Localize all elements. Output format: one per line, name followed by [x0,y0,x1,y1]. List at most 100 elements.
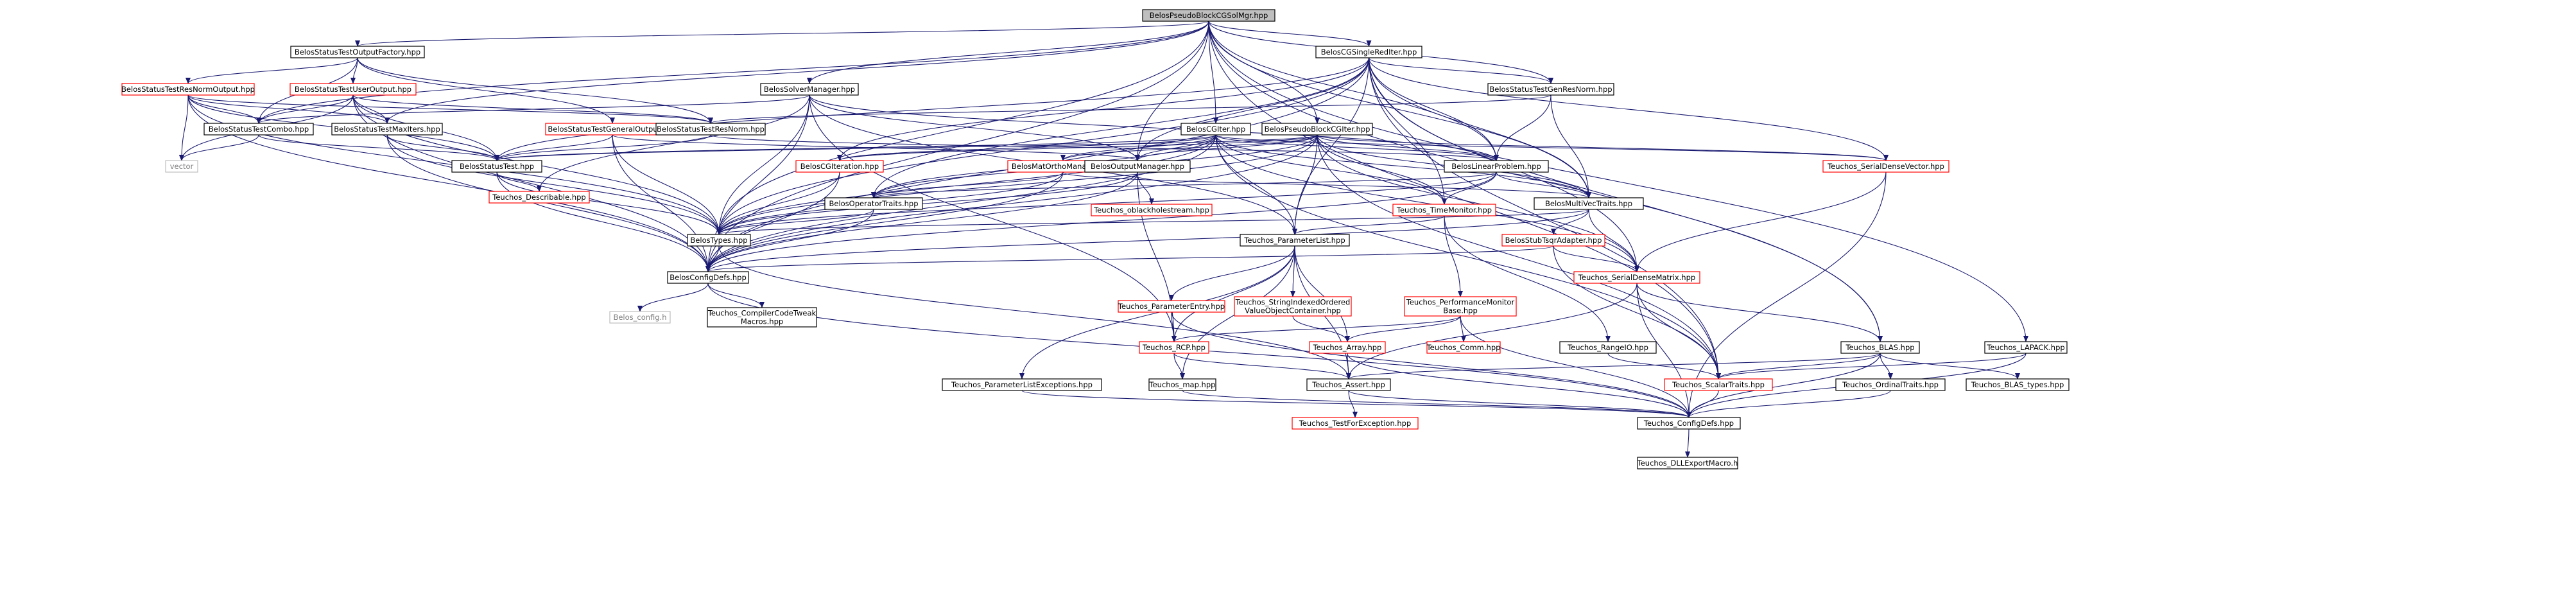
node-dllexport[interactable]: Teuchos_DLLExportMacro.h [1637,457,1738,469]
node-box-outmgr [1084,160,1191,173]
node-tconfigdefs[interactable]: Teuchos_ConfigDefs.hpp [1637,417,1741,430]
node-label-timemonitor: Teuchos_TimeMonitor.hpp [1396,206,1492,215]
node-describable[interactable]: Teuchos_Describable.hpp [488,191,590,204]
node-outmgr[interactable]: BelosOutputManager.hpp [1084,160,1191,173]
node-stmaxiters[interactable]: BelosStatusTestMaxIters.hpp [331,123,443,136]
edge-statustest-to-configdefs [496,171,711,272]
edge-outmgr-to-types [716,171,1138,235]
edge-root-to-outmgr [1135,21,1209,161]
edge-cgsingle-to-stgenresnorm [1368,57,1553,84]
edge-cgiter-to-matortho [1060,134,1216,161]
node-configdefs[interactable]: BelosConfigDefs.hpp [667,271,749,284]
node-strindexed[interactable]: Teuchos_StringIndexedOrderedValueObjectC… [1234,296,1352,317]
node-stubtsqr[interactable]: BelosStubTsqrAdapter.hpp [1501,234,1605,247]
node-stgenout[interactable]: BelosStatusTestGeneralOutput.hpp [545,123,680,136]
edge-matortho-to-multivec [1062,171,1591,198]
node-array[interactable]: Teuchos_Array.hpp [1309,341,1386,354]
node-box-configdefs [667,271,749,284]
node-box-stcombo [203,123,314,136]
node-box-belosconfig [609,311,671,324]
node-box-paramentry [1118,300,1225,313]
edge-solvermgr-to-stcombo [256,94,810,124]
edge-timemonitor-to-rangeio [1444,215,1611,342]
node-label-statustest: BelosStatusTest.hpp [460,162,534,171]
node-label-rcp: Teuchos_RCP.hpp [1142,343,1206,352]
node-cgsingle[interactable]: BelosCGSingleRedIter.hpp [1315,46,1422,58]
node-comm[interactable]: Teuchos_Comm.hpp [1426,341,1501,354]
edge-root-to-stof [355,21,1209,47]
node-blas[interactable]: Teuchos_BLAS.hpp [1840,341,1920,354]
node-box-stmaxiters [331,123,443,136]
node-stresnormout[interactable]: BelosStatusTestResNormOutput.hpp [121,83,255,96]
edge-statustest-to-types [496,171,722,235]
edge-rcp-to-assert [1173,353,1351,380]
node-cgiter[interactable]: BelosCGIter.hpp [1180,123,1251,136]
node-testforexc[interactable]: Teuchos_TestForException.hpp [1292,417,1419,430]
node-stcombo[interactable]: BelosStatusTestCombo.hpp [203,123,314,136]
node-cgiteration[interactable]: BelosCGIteration.hpp [795,160,884,173]
node-lapack[interactable]: Teuchos_LAPACK.hpp [1984,341,2068,354]
edge-statustest-to-describable [496,171,542,192]
node-label-compilertweak: Macros.hpp [741,317,783,326]
edge-perfmon-to-rcp [1171,315,1461,342]
node-box-cgsingle [1315,46,1422,58]
node-solvermgr[interactable]: BelosSolverManager.hpp [760,83,859,96]
edge-cgsingle-to-cgiteration [837,57,1370,161]
edge-stgenout-to-configdefs [612,134,711,272]
node-root[interactable]: BelosPseudoBlockCGSolMgr.hpp [1142,9,1275,22]
node-box-statustest [451,160,542,173]
node-oblackhole[interactable]: Teuchos_oblackholestream.hpp [1091,204,1213,216]
edge-cgiter-to-scalartraits [1215,134,1721,380]
node-paramlist[interactable]: Teuchos_ParameterList.hpp [1240,234,1350,247]
node-label-blastypes: Teuchos_BLAS_types.hpp [1971,380,2064,389]
node-label-rangeio: Teuchos_RangeIO.hpp [1567,343,1648,352]
node-box-perfmon [1404,296,1517,317]
node-optraits[interactable]: BelosOperatorTraits.hpp [824,197,923,210]
node-serialdensemat[interactable]: Teuchos_SerialDenseMatrix.hpp [1573,271,1700,284]
edge-stresnormout-to-stmaxiters [187,94,390,124]
edge-stgenout-to-types [612,134,722,235]
node-rangeio[interactable]: Teuchos_RangeIO.hpp [1559,341,1657,354]
node-box-stresnormout [121,83,255,96]
node-rcp[interactable]: Teuchos_RCP.hpp [1139,341,1209,354]
edge-blas-to-assert [1346,353,1881,380]
node-label-serialdensevec: Teuchos_SerialDenseVector.hpp [1827,162,1944,171]
edge-serialdensevec-to-tconfigdefs [1686,171,1887,418]
edge-cgiter-to-multivec [1215,134,1591,198]
node-plexceptions[interactable]: Teuchos_ParameterListExceptions.hpp [942,378,1102,391]
node-stuserout[interactable]: BelosStatusTestUserOutput.hpp [290,83,417,96]
edge-stresnorm-to-statustest [494,134,711,161]
node-stresnorm[interactable]: BelosStatusTestResNorm.hpp [655,123,766,136]
node-label-stgenout: BelosStatusTestGeneralOutput.hpp [548,125,677,134]
edge-optraits-to-configdefs [705,209,874,272]
node-stof[interactable]: BelosStatusTestOutputFactory.hpp [290,46,425,58]
edge-linprob-to-optraits [871,171,1497,198]
node-paramentry[interactable]: Teuchos_ParameterEntry.hpp [1118,300,1225,313]
node-serialdensevec[interactable]: Teuchos_SerialDenseVector.hpp [1822,160,1949,173]
node-blastypes[interactable]: Teuchos_BLAS_types.hpp [1966,378,2070,391]
node-ordinaltraits[interactable]: Teuchos_OrdinalTraits.hpp [1835,378,1946,391]
node-assert[interactable]: Teuchos_Assert.hpp [1306,378,1391,391]
node-box-assert [1306,378,1391,391]
edge-serialdensemat-to-tconfigdefs [1636,283,1691,418]
node-types[interactable]: BelosTypes.hpp [687,234,751,247]
edge-stresnormout-to-stresnorm [187,94,713,124]
node-linprob[interactable]: BelosLinearProblem.hpp [1444,160,1549,173]
node-stgenresnorm[interactable]: BelosStatusTestGenResNorm.hpp [1487,83,1614,96]
node-box-cgiteration [795,160,884,173]
node-label-stcombo: BelosStatusTestCombo.hpp [209,125,309,134]
node-pbcgiter[interactable]: BelosPseudoBlockCGIter.hpp [1261,123,1373,136]
node-label-lapack: Teuchos_LAPACK.hpp [1986,343,2064,352]
node-scalartraits[interactable]: Teuchos_ScalarTraits.hpp [1664,378,1773,391]
edge-stresnormout-to-configdefs [187,94,711,272]
node-multivec[interactable]: BelosMultiVecTraits.hpp [1534,197,1644,210]
node-map[interactable]: Teuchos_map.hpp [1148,378,1216,391]
node-box-serialdensevec [1822,160,1949,173]
edge-solvermgr-to-outmgr [809,94,1140,161]
node-timemonitor[interactable]: Teuchos_TimeMonitor.hpp [1392,204,1496,216]
node-box-pbcgiter [1261,123,1373,136]
node-statustest[interactable]: BelosStatusTest.hpp [451,160,542,173]
edge-root-to-cgiter [1208,21,1218,124]
